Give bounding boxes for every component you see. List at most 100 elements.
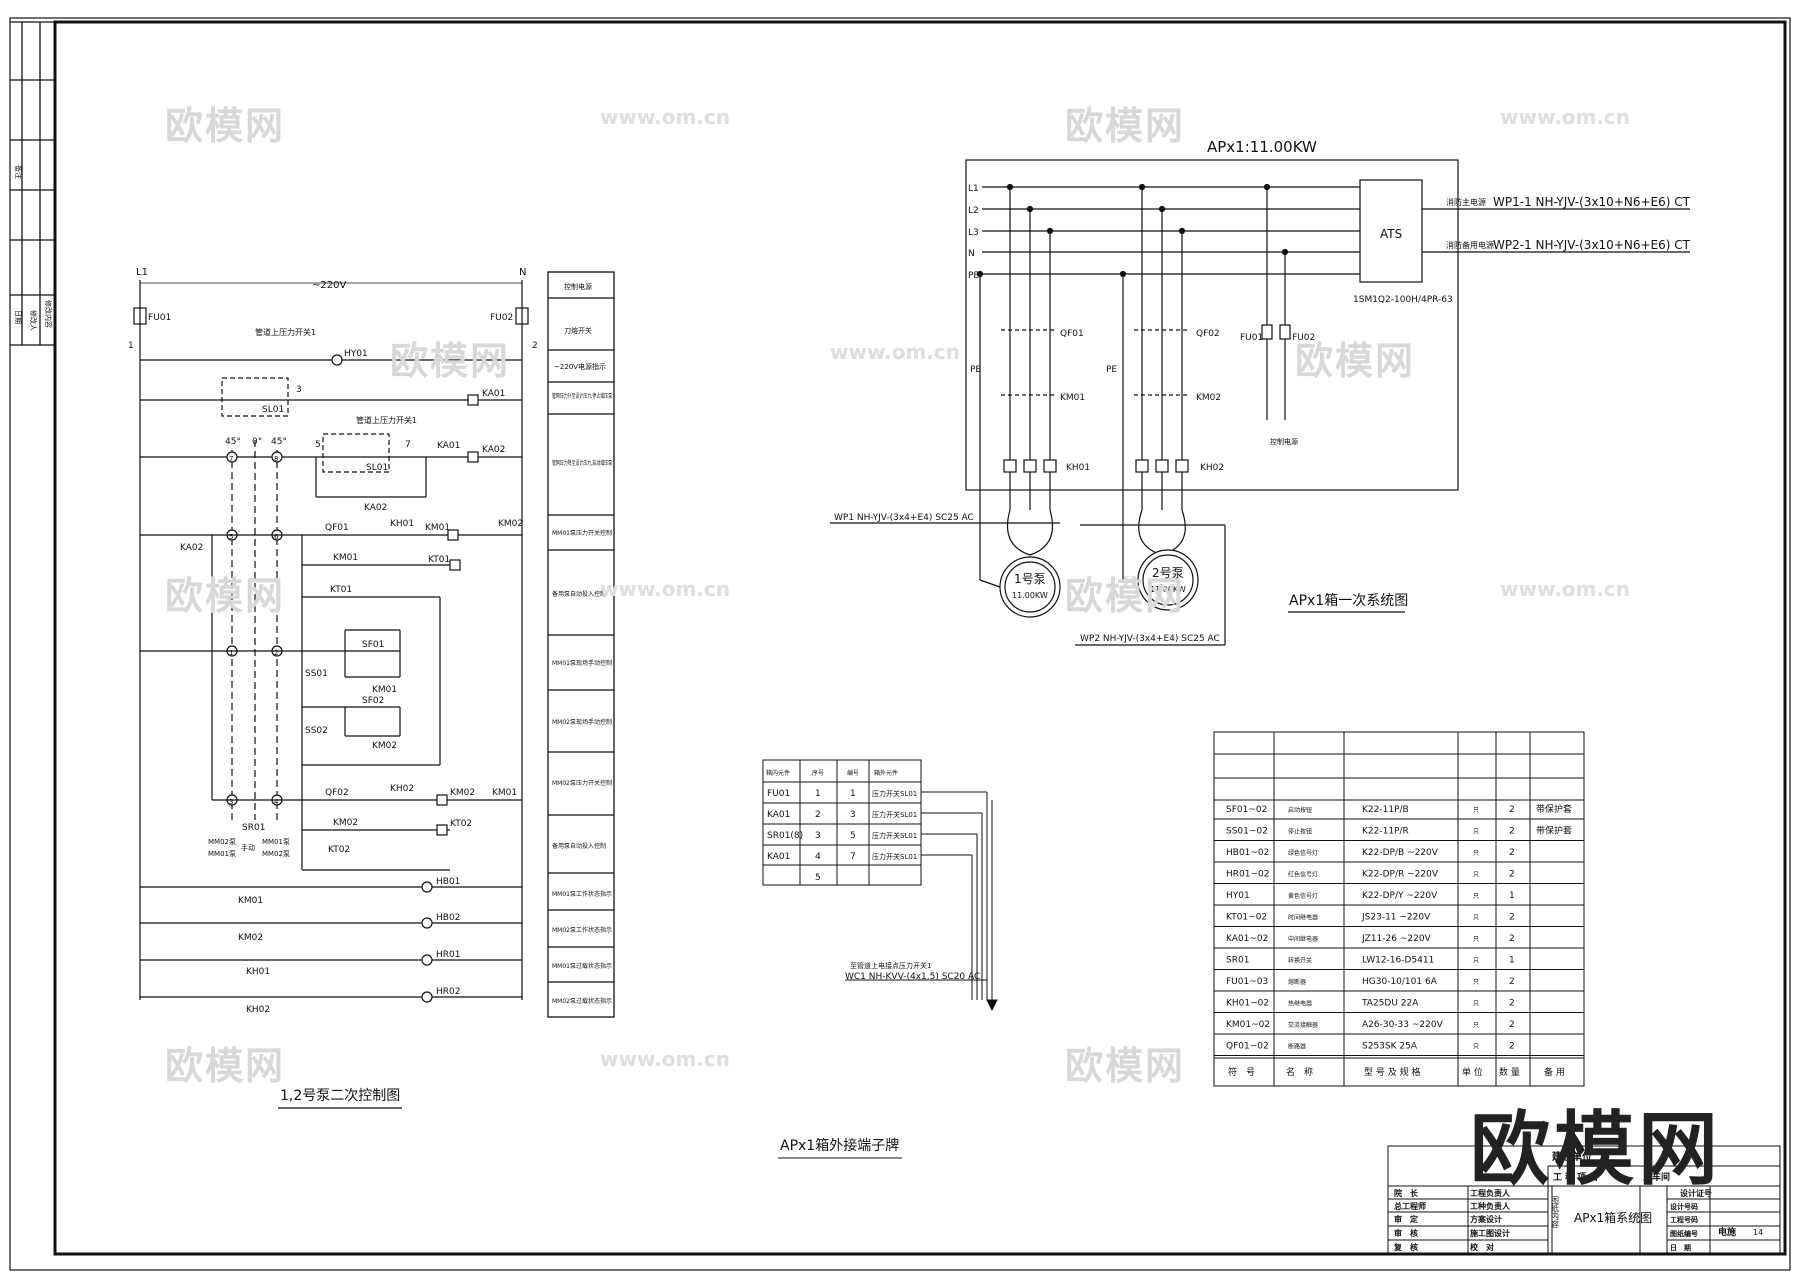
equip-h5: 备 用: [1544, 1066, 1565, 1078]
equip-h3: 单 位: [1462, 1066, 1483, 1078]
equipment-cell: SR01: [1226, 956, 1249, 966]
label-kt01b: KT01: [330, 585, 352, 595]
coil-km02: [436, 794, 448, 806]
equipment-cell: 只: [1473, 1044, 1479, 1051]
equip-h2: 型 号 及 规 格: [1364, 1066, 1420, 1078]
label-km01d: KM01: [492, 788, 517, 798]
equipment-cell: 2: [1509, 934, 1515, 944]
equipment-cell: 1: [1509, 956, 1515, 966]
equipment-cell: 1: [1509, 891, 1515, 901]
equipment-cell: 红色信号灯: [1288, 871, 1318, 879]
label-t3: 3: [229, 798, 233, 806]
lamp-hy01: [331, 354, 343, 366]
equipment-cell: 带保护套: [1536, 825, 1572, 837]
label-hr01: HR01: [436, 950, 460, 960]
pump1-kw: 11.00KW: [1012, 591, 1048, 600]
equipment-cell: 2: [1509, 1020, 1515, 1030]
equipment-cell: JZ11-26 ~220V: [1361, 934, 1432, 944]
tb-right-4: 日 期: [1670, 1243, 1691, 1252]
label-ka01: KA01: [482, 389, 505, 399]
terminal-cell: 7: [850, 852, 856, 862]
label-qf01-p: QF01: [1060, 329, 1084, 339]
equipment-cell: 黄色信号灯: [1288, 892, 1318, 900]
label-sf02: SF02: [362, 696, 384, 706]
legend-13: MM01泵过载状态指示: [552, 962, 612, 970]
equipment-cell: SS01~02: [1226, 827, 1268, 837]
equipment-cell: 2: [1509, 913, 1515, 923]
equipment-cell: 启动按钮: [1288, 806, 1312, 814]
label-ka02: KA02: [482, 445, 505, 455]
equipment-cell: 2: [1509, 999, 1515, 1009]
equipment-cell: KM01~02: [1226, 1020, 1270, 1030]
label-sf01: SF01: [362, 640, 384, 650]
equipment-cell: 绿色信号灯: [1288, 849, 1318, 857]
terminal-cell: 4: [815, 852, 821, 862]
tb-role-2: 审 定: [1394, 1214, 1418, 1224]
tb-right-1: 设计号码: [1670, 1202, 1698, 1211]
coil-ka02: [467, 451, 479, 463]
label-km01-p: KM01: [1060, 393, 1085, 403]
term-h2: 编号: [847, 769, 859, 777]
label-sl01b: SL01: [366, 463, 388, 473]
label-hb02: HB02: [436, 913, 460, 923]
label-qf02-p: QF02: [1196, 329, 1220, 339]
tb-project-val: 主车间: [1643, 1171, 1670, 1183]
label-ka02c: KA02: [180, 543, 203, 553]
coil-ka01: [467, 394, 479, 406]
label-fu01-p: FU01: [1240, 333, 1263, 343]
legend-11: MM01泵工作状态指示: [552, 890, 612, 898]
feed2-label: 消防备用电源: [1446, 240, 1494, 250]
terminal-cell: KA01: [767, 852, 790, 862]
term-h0: 箱内元件: [766, 769, 790, 777]
term-h3: 箱外元件: [874, 769, 898, 777]
terminal-title: APx1箱外接端子牌: [780, 1137, 899, 1154]
label-fu02-p: FU02: [1292, 333, 1315, 343]
label-kt02b: KT02: [328, 845, 350, 855]
terminal-cell: 压力开关SL01: [872, 831, 917, 840]
terminal-cell: FU01: [767, 789, 790, 799]
label-hy01: HY01: [344, 349, 368, 359]
terminal-cell: SR01(8): [767, 831, 803, 841]
coil-km01: [447, 529, 459, 541]
legend-column: 控制电源 刀熔开关 ~220V电源指示 管网压力升至设计压力,停止增压泵 管网压…: [547, 271, 615, 1018]
terminal-cell: 3: [850, 810, 856, 820]
label-km02e: KM02: [238, 933, 263, 943]
terminal-cell: 5: [850, 831, 856, 841]
pump1-motor: [999, 556, 1061, 618]
label-n1: 1: [128, 341, 134, 351]
label-t2: 2: [274, 649, 278, 657]
equipment-cell: 2: [1509, 977, 1515, 987]
legend-12: MM02泵工作状态指示: [552, 926, 612, 934]
tb-project: 工 程 项 目: [1553, 1171, 1598, 1183]
feed1-label: 消防主电源: [1446, 197, 1486, 207]
sheet-frame: 备注 日期 修改人 修改内容: [9, 17, 1791, 1271]
equipment-cell: 2: [1509, 848, 1515, 858]
label-t5: 5: [229, 533, 233, 541]
label-hb01: HB01: [436, 877, 460, 887]
coil-kt02: [436, 824, 448, 836]
legend-5: MM01泵压力开关控制: [552, 529, 612, 537]
terminal-cell: 压力开关SL01: [872, 852, 917, 861]
equipment-cell: 只: [1473, 850, 1479, 857]
label-n5: 5: [315, 440, 321, 450]
pump2-kw: 11.00KW: [1150, 585, 1186, 594]
label-km02b: KM02: [450, 788, 475, 798]
bus-n: N: [968, 249, 975, 259]
primary-system: APx1:11.00KW L1 L2 L3 N PE ATS 1SM1Q2-10…: [830, 138, 1691, 646]
bus-l2: L2: [968, 206, 979, 216]
label-km01: KM01: [425, 523, 450, 533]
label-t7: 7: [229, 455, 233, 463]
tb-unit: 建设单位: [1551, 1150, 1592, 1163]
bus-pe: PE: [968, 271, 979, 281]
equipment-cell: TA25DU 22A: [1361, 999, 1419, 1009]
tb-sheet-val: 电施: [1718, 1226, 1736, 1238]
terminal-cell: KA01: [767, 810, 790, 820]
terminal-cell: 1: [815, 789, 821, 799]
tb-role2-1: 工种负责人: [1470, 1201, 1511, 1211]
equipment-cell: JS23-11 ~220V: [1361, 913, 1431, 923]
label-km02d: KM02: [333, 818, 358, 828]
label-kh01b: KH01: [246, 967, 270, 977]
terminal-cell: 1: [850, 789, 856, 799]
label-fu02: FU02: [490, 313, 513, 323]
